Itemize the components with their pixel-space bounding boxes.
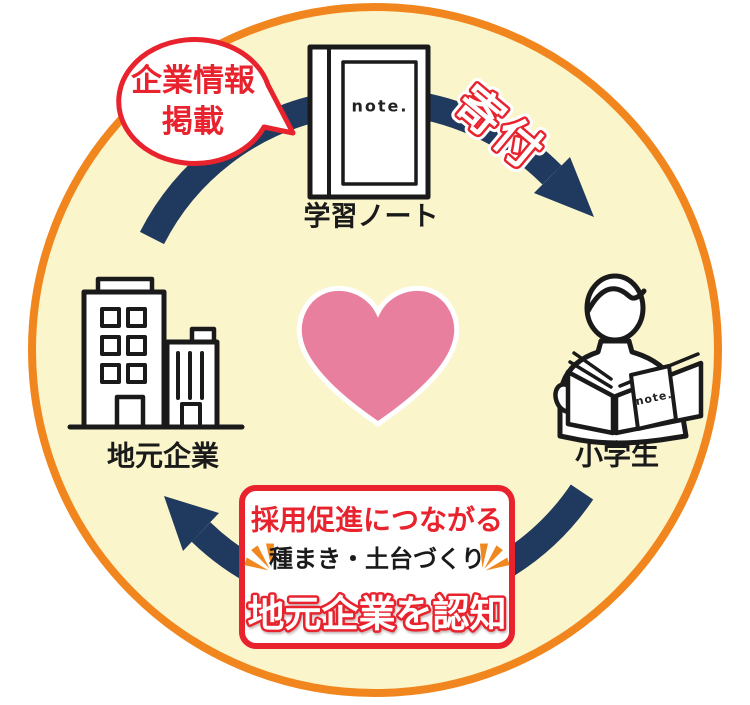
heart-icon xyxy=(296,285,460,428)
building-door xyxy=(114,394,146,430)
open-book-left-page xyxy=(565,369,616,436)
building-window xyxy=(126,307,147,328)
building-small-door xyxy=(180,402,202,429)
recognition-callout: 採用促進につながる 種まき・土台づくり 地元企業を認知 xyxy=(239,485,515,649)
bubble-line1: 企業情報 xyxy=(131,63,256,99)
arrow-student-to-company-head xyxy=(164,496,219,551)
book-page-fan-line xyxy=(568,360,613,389)
bubble-line2: 掲載 xyxy=(162,104,224,140)
company-label: 地元企業 xyxy=(107,440,219,473)
student-hair xyxy=(585,286,647,314)
student-label: 小学生 xyxy=(575,439,659,472)
notebook-icon: note. xyxy=(307,44,431,200)
callout-emphasis: 地元企業を認知 xyxy=(248,593,507,636)
company-info-bubble: 企業情報 掲載 xyxy=(116,37,296,166)
building-window xyxy=(100,363,121,384)
callout-box xyxy=(239,485,515,649)
student-icon: note. xyxy=(553,273,704,446)
student-head xyxy=(584,273,646,343)
callout-heading: 採用促進につながる xyxy=(251,504,503,537)
notebook-cover-text: note. xyxy=(352,97,409,116)
building-window xyxy=(100,335,121,356)
building-window xyxy=(126,335,147,356)
emphasis-spark-left-icon xyxy=(244,543,275,571)
book-back-cover xyxy=(629,364,678,431)
arrow-company-to-student-head xyxy=(534,157,594,217)
notebook-label: 学習ノート xyxy=(304,201,439,233)
speech-bubble-shape xyxy=(116,37,296,166)
notebook-inner-panel xyxy=(341,60,418,186)
company-buildings-icon xyxy=(67,276,245,430)
building-window xyxy=(100,307,121,328)
building-window xyxy=(126,363,147,384)
callout-subheading: 種まき・土台づくり xyxy=(269,545,485,573)
emphasis-spark-right-icon xyxy=(479,543,510,571)
book-page-fan-line xyxy=(572,351,613,381)
